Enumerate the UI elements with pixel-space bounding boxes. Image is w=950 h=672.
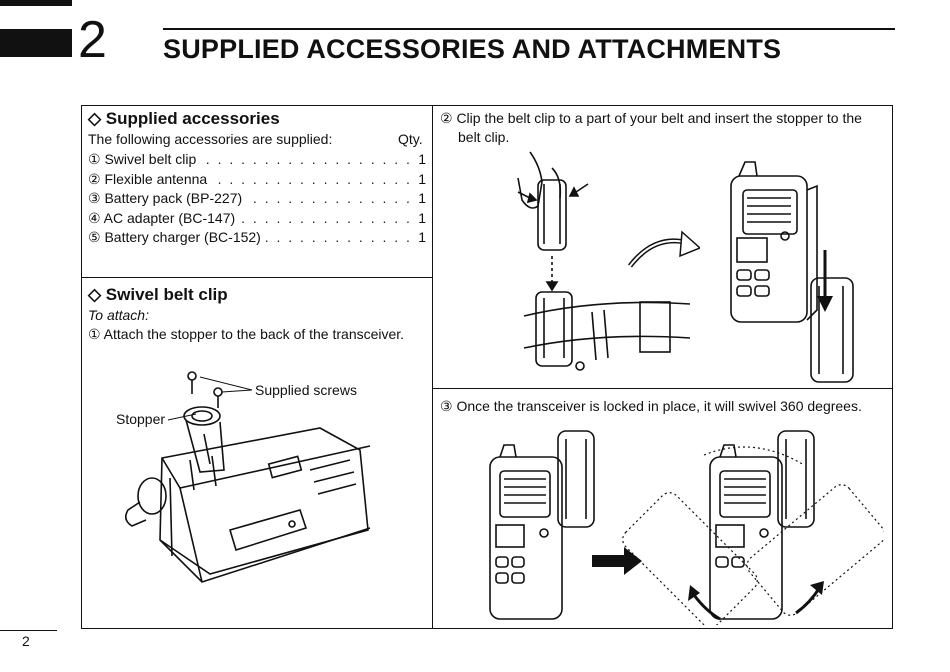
step-2-text-cont: belt clip. xyxy=(458,129,510,145)
to-attach-label: To attach: xyxy=(88,307,149,323)
item-qty: 1 xyxy=(416,228,426,248)
item-qty: 1 xyxy=(416,208,426,228)
list-item: . . . . . . . . . . . . . . . . . . . . … xyxy=(88,208,426,228)
supplied-intro: The following accessories are supplied: xyxy=(88,131,333,147)
step-1-text: ① Attach the stopper to the back of the … xyxy=(88,326,405,342)
list-item: . . . . . . . . . . . . . . . . . . . . … xyxy=(88,169,426,189)
page-number: 2 xyxy=(22,633,30,649)
item-label: ① Swivel belt clip xyxy=(88,151,199,167)
chapter-tab-top xyxy=(0,0,72,6)
stopper-label: Stopper xyxy=(116,411,166,427)
item-qty: 1 xyxy=(416,169,426,189)
transceiver-side-illustration xyxy=(730,161,854,383)
item-label: ③ Battery pack (BP-227) xyxy=(88,190,245,206)
right-section-divider xyxy=(432,388,893,389)
column-divider xyxy=(432,105,433,629)
item-qty: 1 xyxy=(416,150,426,170)
clip-belt-illustration xyxy=(517,151,700,371)
item-label: ② Flexible antenna xyxy=(88,170,210,187)
step-3-text: ③ Once the transceiver is locked in plac… xyxy=(440,398,862,414)
label-leaders xyxy=(167,376,253,421)
item-qty: 1 xyxy=(416,189,426,209)
swivel-belt-clip-heading: ◇ Swivel belt clip xyxy=(88,285,228,304)
page-number-rule xyxy=(0,630,57,631)
chapter-number: 2 xyxy=(78,11,107,69)
title-rule xyxy=(163,28,895,30)
item-label: ④ AC adapter (BC-147) xyxy=(88,209,238,226)
chapter-title: SUPPLIED ACCESSORIES AND ATTACHMENTS xyxy=(163,34,782,64)
swivel-illustration xyxy=(489,430,884,625)
stopper-illustration xyxy=(124,371,371,583)
supplied-screws-label: Supplied screws xyxy=(255,382,357,398)
item-label: ⑤ Battery charger (BC-152) xyxy=(88,229,263,245)
left-section-divider xyxy=(81,277,433,278)
list-item: . . . . . . . . . . . . . . . . . . . . … xyxy=(88,228,426,248)
list-item: . . . . . . . . . . . . . . . . . . . . … xyxy=(88,189,426,209)
step-2-text: ② Clip the belt clip to a part of your b… xyxy=(440,110,862,126)
supplied-accessories-heading: ◇ Supplied accessories xyxy=(88,109,280,128)
content-frame xyxy=(81,105,893,629)
list-item: . . . . . . . . . . . . . . . . . . . . … xyxy=(88,150,426,170)
chapter-tab xyxy=(0,29,72,57)
qty-label: Qty. xyxy=(398,131,423,147)
